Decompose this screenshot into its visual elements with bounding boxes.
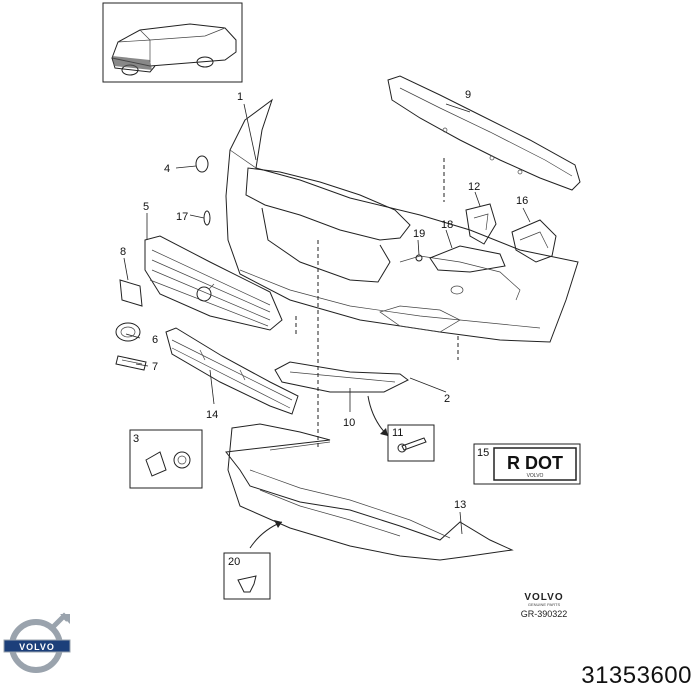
box-11 — [387, 424, 435, 462]
arrow-to-bolt — [367, 395, 389, 437]
grille — [144, 235, 283, 331]
box-20 — [223, 552, 271, 600]
callout-18: 18 — [441, 219, 453, 231]
arrow-to-shield — [249, 520, 283, 549]
callout-10: 10 — [343, 417, 355, 429]
emblem-4 — [195, 155, 209, 173]
callout-11: 11 — [392, 427, 403, 439]
bracket-12 — [465, 203, 497, 245]
cover-8 — [119, 279, 143, 307]
decal-text: R DOT — [507, 453, 563, 473]
callout-6: 6 — [152, 334, 158, 346]
part-number: 31353600 — [581, 662, 692, 689]
camera-cover-6 — [115, 322, 141, 342]
volvo-genuine-parts-label: VOLVO GENUINE PARTS GR-390322 — [496, 592, 592, 619]
callout-12: 12 — [468, 181, 480, 193]
callout-7: 7 — [152, 361, 158, 373]
callout-5: 5 — [143, 201, 149, 213]
brand-subtitle: GENUINE PARTS — [527, 602, 561, 607]
clip-17 — [203, 210, 211, 226]
box-15 — [473, 443, 581, 485]
clip-19 — [415, 254, 423, 262]
callout-8: 8 — [120, 246, 126, 258]
callout-19: 19 — [413, 228, 425, 240]
callout-14: 14 — [206, 409, 218, 421]
callout-9: 9 — [465, 89, 471, 101]
callout-13: 13 — [454, 499, 466, 511]
bumper-cover — [225, 98, 579, 343]
diagram-code: GR-390322 — [520, 609, 568, 619]
reinforcement-bar — [387, 75, 581, 191]
callout-16: 16 — [516, 195, 528, 207]
logo-wordmark: VOLVO — [19, 642, 55, 652]
car-thumbnail — [102, 2, 243, 83]
callout-4: 4 — [164, 163, 170, 175]
badge-7 — [115, 355, 147, 371]
lower-grille — [165, 327, 299, 415]
bracket-16 — [511, 219, 557, 263]
volvo-logo: VOLVO — [3, 612, 71, 673]
assembly-lines — [295, 158, 459, 450]
leader-lines — [123, 103, 531, 535]
callout-3: 3 — [133, 433, 139, 445]
splash-shield — [225, 423, 514, 561]
callout-2: 2 — [444, 393, 450, 405]
callout-15: 15 — [477, 447, 489, 459]
callout-20: 20 — [228, 556, 240, 568]
trim-strip — [274, 361, 409, 393]
brand-name: VOLVO — [524, 592, 564, 603]
callout-1: 1 — [237, 91, 243, 103]
bracket-18 — [429, 245, 506, 273]
callout-17: 17 — [176, 211, 188, 223]
decal-logo: VOLVO — [527, 473, 544, 479]
box-3 — [129, 429, 203, 489]
